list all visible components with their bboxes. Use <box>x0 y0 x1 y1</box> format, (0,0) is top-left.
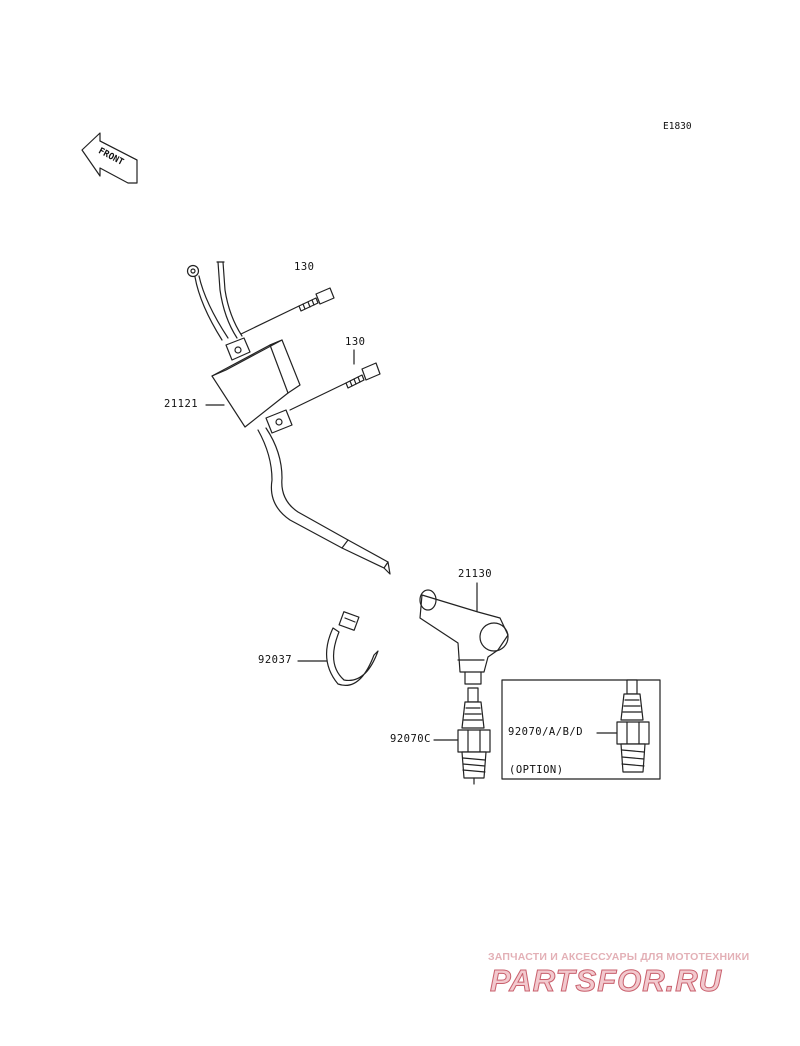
callout-bolt-upper: 130 <box>294 261 315 273</box>
spark-plug-option-icon <box>616 679 650 773</box>
leader-line-bolt-upper <box>240 305 300 335</box>
callout-cap: 21130 <box>458 568 493 580</box>
option-box <box>501 679 661 780</box>
bolt-lower-icon <box>345 362 381 389</box>
callout-plug: 92070C <box>390 733 431 745</box>
callout-clamp: 92037 <box>258 654 293 666</box>
callout-plug-option: 92070/A/B/D <box>508 726 584 738</box>
option-label: (OPTION) <box>509 764 564 776</box>
ignition-coil-icon <box>211 337 391 575</box>
coil-wires-icon <box>186 261 243 341</box>
bolt-upper-icon <box>298 287 335 312</box>
watermark-tagline: ЗАПЧАСТИ И АКСЕССУАРЫ ДЛЯ МОТОТЕХНИКИ <box>488 951 750 963</box>
spark-plug-icon <box>457 687 491 785</box>
plug-cap-icon <box>419 589 509 685</box>
callout-coil: 21121 <box>164 398 199 410</box>
diagram-code: E1830 <box>663 121 692 132</box>
callout-bolt-lower: 130 <box>345 336 366 348</box>
leader-line-bolt-lower <box>289 382 347 411</box>
watermark-logo-text: PARTSFOR.RU <box>489 963 723 999</box>
front-arrow-icon <box>81 132 138 184</box>
clamp-icon <box>326 611 379 686</box>
watermark-logo: PARTSFOR.RU <box>489 963 723 999</box>
